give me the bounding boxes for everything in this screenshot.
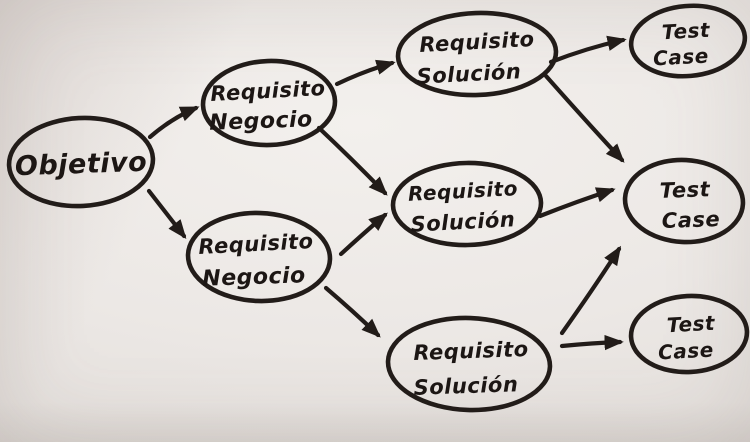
node-test-case-2-label-line2: Case xyxy=(661,207,720,233)
node-requisito-solucion-2-label-line2: Solución xyxy=(410,207,516,236)
node-test-case-3-label-line2: Case xyxy=(658,338,715,365)
node-requisito-solucion-1: Requisito Solución xyxy=(395,10,559,98)
node-requisito-solucion-3-label-line1: Requisito xyxy=(413,337,529,365)
node-requisito-solucion-1-label-line1: Requisito xyxy=(419,27,535,57)
node-requisito-solucion-3: Requisito Solución xyxy=(385,315,553,413)
node-test-case-1-label-line1: Test xyxy=(661,18,711,45)
node-objetivo-shape xyxy=(6,115,156,209)
node-objetivo: Objetivo xyxy=(6,115,156,209)
edge-requisito-negocio-2-to-requisito-solucion-2 xyxy=(338,212,388,257)
node-requisito-negocio-2: Requisito Negocio xyxy=(185,210,333,304)
node-requisito-negocio-2-shape xyxy=(185,210,333,304)
edge-objetivo-to-requisito-negocio-2 xyxy=(146,188,187,240)
node-test-case-3-shape xyxy=(628,293,750,375)
node-test-case-1-label-line2: Case xyxy=(653,44,710,71)
edge-requisito-solucion-2-to-test-case-2 xyxy=(537,187,616,219)
node-requisito-solucion-2-label-line1: Requisito xyxy=(407,176,518,206)
node-requisito-solucion-2-shape xyxy=(390,160,544,248)
node-requisito-negocio-1-shape xyxy=(200,58,338,148)
node-requisito-solucion-3-label-line2: Solución xyxy=(413,372,519,400)
node-requisito-solucion-3-shape xyxy=(385,315,553,413)
node-test-case-1-shape xyxy=(628,3,748,79)
node-requisito-negocio-2-label-line2: Negocio xyxy=(202,263,306,292)
node-test-case-2-label-line1: Test xyxy=(659,177,711,203)
node-requisito-negocio-2-label-line1: Requisito xyxy=(198,229,314,259)
edge-requisito-solucion-1-to-test-case-2 xyxy=(543,73,625,163)
node-test-case-1: Test Case xyxy=(628,3,748,79)
edge-requisito-negocio-1-to-requisito-solucion-1 xyxy=(334,59,396,87)
node-test-case-3: Test Case xyxy=(628,293,750,375)
edge-requisito-solucion-3-to-test-case-3 xyxy=(559,334,624,351)
node-test-case-2: Test Case xyxy=(622,157,746,245)
edge-requisito-negocio-1-to-requisito-solucion-2 xyxy=(316,125,388,196)
node-requisito-negocio-1-label-line2: Negocio xyxy=(209,107,313,136)
node-requisito-solucion-1-label-line2: Solución xyxy=(416,59,522,88)
edges xyxy=(146,35,627,351)
node-objetivo-label: Objetivo xyxy=(14,147,147,183)
node-requisito-solucion-2: Requisito Solución xyxy=(390,160,544,248)
edge-requisito-solucion-1-to-test-case-1 xyxy=(548,35,627,65)
node-requisito-negocio-1: Requisito Negocio xyxy=(200,58,338,148)
node-requisito-solucion-1-shape xyxy=(395,10,559,98)
edge-objetivo-to-requisito-negocio-1 xyxy=(147,105,200,140)
edge-requisito-negocio-2-to-requisito-solucion-3 xyxy=(323,285,381,338)
node-test-case-3-label-line1: Test xyxy=(666,311,716,338)
node-requisito-negocio-1-label-line1: Requisito xyxy=(210,76,326,106)
edge-requisito-solucion-3-to-test-case-2 xyxy=(559,245,622,336)
node-test-case-2-shape xyxy=(622,157,746,245)
